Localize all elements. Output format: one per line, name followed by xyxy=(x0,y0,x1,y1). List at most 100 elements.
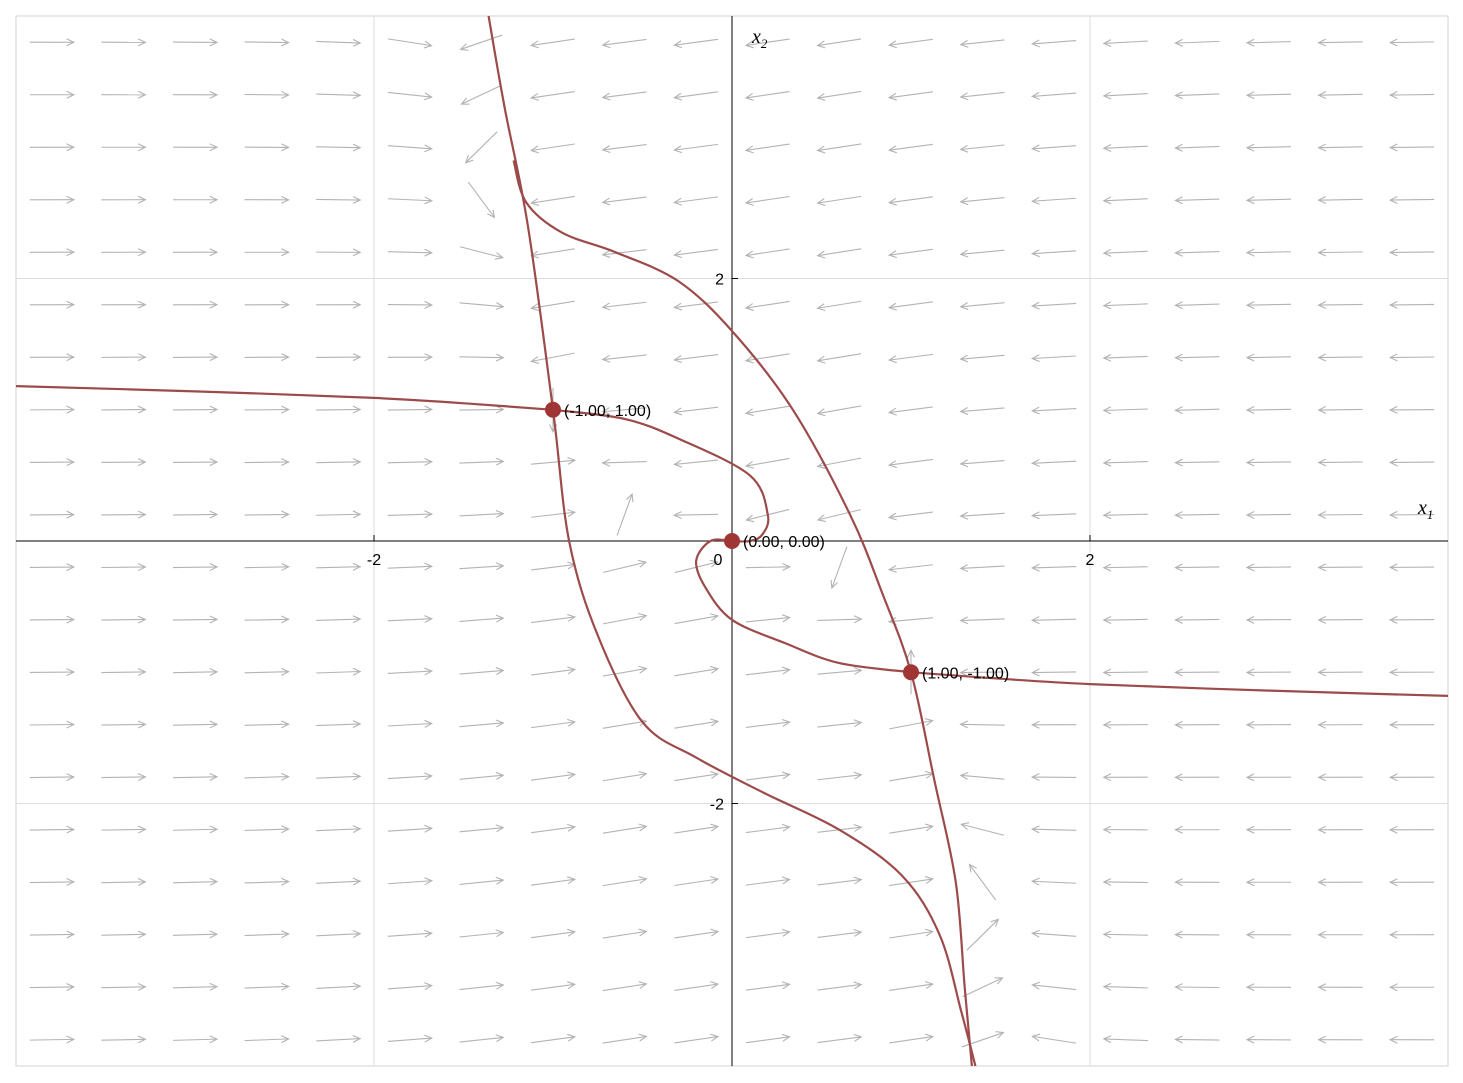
field-arrow-head xyxy=(137,982,147,991)
field-arrow-head xyxy=(1388,353,1398,362)
field-arrow xyxy=(889,196,933,204)
field-arrow xyxy=(531,90,575,99)
field-arrow-head xyxy=(1174,91,1183,100)
field-arrow-head xyxy=(959,771,969,780)
field-arrow xyxy=(745,721,790,728)
field-arrow xyxy=(960,618,1005,622)
field-arrow-head xyxy=(281,405,290,414)
field-arrow-head xyxy=(424,1034,433,1043)
field-arrow xyxy=(316,880,361,884)
field-arrow-head xyxy=(1174,930,1183,939)
field-arrow-head xyxy=(281,772,290,781)
field-arrow xyxy=(531,983,575,991)
field-arrow-head xyxy=(352,195,362,204)
field-arrow xyxy=(101,986,146,989)
field-arrow-head xyxy=(1317,615,1327,624)
field-arrow xyxy=(531,511,575,518)
field-arrow xyxy=(602,930,647,939)
field-arrow xyxy=(1175,513,1220,516)
field-arrow-head xyxy=(673,145,683,154)
field-arrow-head xyxy=(495,457,505,466)
field-arrow-head xyxy=(495,824,505,833)
field-arrow xyxy=(602,354,647,361)
field-arrow-head xyxy=(352,615,362,624)
field-arrow xyxy=(459,512,504,517)
trajectory-curve xyxy=(694,538,912,674)
field-arrow-head xyxy=(66,668,76,677)
field-arrow-head xyxy=(744,303,754,311)
field-arrow xyxy=(244,93,289,96)
field-arrow-head xyxy=(601,92,611,101)
field-arrow xyxy=(602,91,647,99)
field-arrow-head xyxy=(907,648,915,658)
field-arrow xyxy=(602,143,647,151)
field-arrow xyxy=(817,879,862,886)
field-arrow xyxy=(459,356,504,359)
field-arrow xyxy=(531,773,575,781)
field-arrow-head xyxy=(1317,510,1327,519)
field-arrow-head xyxy=(66,248,76,257)
field-arrow xyxy=(817,774,862,781)
field-arrow xyxy=(674,196,719,204)
field-arrow xyxy=(889,38,933,46)
field-arrow-head xyxy=(1317,301,1327,309)
field-arrow-head xyxy=(281,720,290,729)
field-arrow xyxy=(29,986,74,989)
field-arrow-head xyxy=(887,40,897,49)
field-arrow xyxy=(1175,93,1220,97)
field-arrow-head xyxy=(352,982,362,991)
field-arrow-head xyxy=(1031,1033,1041,1042)
field-arrow xyxy=(1103,1038,1148,1042)
field-arrow-head xyxy=(209,668,219,676)
field-arrow xyxy=(1032,355,1077,360)
trajectory-curve xyxy=(910,671,1449,697)
field-arrow xyxy=(602,249,647,256)
field-arrow-head xyxy=(1388,91,1398,99)
field-arrow-head xyxy=(1388,615,1398,624)
field-arrow-head xyxy=(1388,300,1398,309)
field-arrow-head xyxy=(281,667,290,676)
field-arrow-head xyxy=(567,876,577,885)
field-arrow-head xyxy=(1102,668,1112,677)
field-arrow xyxy=(459,722,504,728)
field-arrow-head xyxy=(638,1033,648,1042)
field-arrow-head xyxy=(281,982,290,991)
field-arrow-head xyxy=(1317,930,1327,939)
field-arrow-head xyxy=(710,981,720,990)
field-arrow xyxy=(101,618,146,621)
field-arrow xyxy=(674,91,719,99)
vector-field xyxy=(29,34,1435,1048)
field-arrow-head xyxy=(1030,720,1040,729)
field-arrow xyxy=(387,408,432,411)
field-arrow-head xyxy=(995,1031,1005,1039)
field-arrow xyxy=(745,38,790,46)
field-arrow-head xyxy=(1317,143,1327,152)
field-arrow-head xyxy=(816,40,826,49)
field-arrow-head xyxy=(638,928,648,937)
field-arrow-head xyxy=(209,825,219,834)
field-arrow xyxy=(244,828,289,831)
field-arrow xyxy=(745,300,790,309)
field-arrow-head xyxy=(1245,1035,1255,1044)
field-arrow-head xyxy=(352,248,362,257)
field-arrow xyxy=(531,564,575,571)
field-arrow xyxy=(172,513,218,516)
field-arrow-head xyxy=(673,197,683,206)
field-arrow-head xyxy=(1174,983,1183,992)
field-arrow xyxy=(244,985,289,989)
field-arrow-head xyxy=(1388,983,1398,992)
field-arrow-head xyxy=(1317,405,1327,414)
field-arrow-head xyxy=(495,771,505,780)
field-arrow-head xyxy=(352,772,362,781)
field-arrow xyxy=(889,878,933,887)
field-arrow-head xyxy=(66,825,76,834)
field-arrow-head xyxy=(710,928,720,937)
field-arrow-head xyxy=(137,405,147,414)
field-arrow xyxy=(745,143,790,152)
field-arrow-head xyxy=(781,928,791,937)
field-arrow-head xyxy=(959,720,969,729)
field-arrow xyxy=(1390,303,1435,306)
field-arrow xyxy=(969,864,997,901)
field-arrow-head xyxy=(1102,301,1112,310)
field-arrow xyxy=(817,405,862,415)
